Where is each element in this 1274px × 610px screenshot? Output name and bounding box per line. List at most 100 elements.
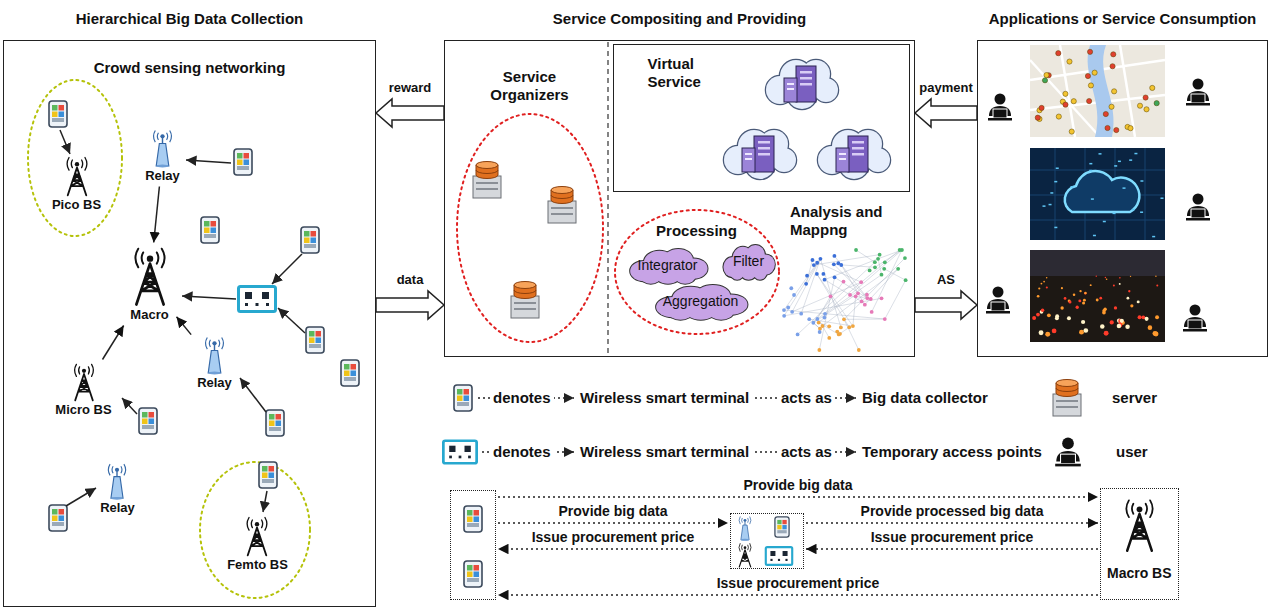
graph-dot bbox=[827, 336, 831, 340]
car-light bbox=[1125, 325, 1130, 330]
illustration-part bbox=[1186, 194, 1210, 221]
illustration-part bbox=[1032, 275, 1159, 336]
graph-dot bbox=[833, 275, 837, 279]
graph-dot bbox=[873, 265, 877, 269]
message-arrow bbox=[806, 522, 1098, 524]
graph-link bbox=[872, 250, 902, 312]
node-title: Hierarchical Big Data Collection bbox=[4, 10, 375, 28]
graph-dot bbox=[873, 260, 877, 264]
car-light bbox=[1055, 314, 1059, 318]
label-anchor: user bbox=[1116, 443, 1148, 461]
message-arrow bbox=[806, 548, 1098, 550]
light-dot bbox=[1132, 209, 1135, 211]
car-light bbox=[1046, 277, 1048, 279]
graph-link bbox=[813, 282, 843, 323]
illustration-part bbox=[306, 327, 324, 353]
car-light bbox=[1067, 316, 1071, 320]
edge-label-anchor: reward bbox=[387, 80, 434, 96]
illustration-part bbox=[341, 360, 359, 386]
graph-dot bbox=[880, 296, 884, 300]
light-dot bbox=[1054, 227, 1057, 229]
graph-dot bbox=[823, 312, 827, 316]
graph-link bbox=[822, 269, 898, 326]
car-light bbox=[1100, 324, 1104, 328]
node-title: Filter bbox=[720, 243, 777, 270]
car-light bbox=[1137, 300, 1140, 303]
tower-icon bbox=[240, 515, 274, 557]
map-marker bbox=[1111, 52, 1116, 57]
illustration-part bbox=[724, 130, 796, 179]
map-image bbox=[1030, 45, 1165, 137]
car-light bbox=[1117, 324, 1121, 328]
illustration-part bbox=[1030, 148, 1165, 240]
graph-link bbox=[884, 269, 905, 280]
graph-dot bbox=[898, 248, 902, 252]
map-marker bbox=[1092, 70, 1097, 75]
light-dot bbox=[1123, 187, 1126, 189]
flow-block-arrow bbox=[376, 291, 444, 319]
tower-shape bbox=[135, 248, 164, 304]
graph-dot bbox=[796, 332, 800, 336]
legend-verb: denotes bbox=[490, 443, 554, 461]
graph-dot bbox=[786, 306, 790, 310]
map-marker bbox=[1063, 91, 1068, 96]
illustration-part bbox=[266, 410, 284, 436]
illustration-part bbox=[818, 130, 890, 179]
light-dot bbox=[1091, 198, 1094, 200]
graph-dot bbox=[833, 254, 837, 258]
edge-label: reward bbox=[387, 80, 434, 96]
legend-verb: denotes bbox=[490, 389, 554, 407]
graph-dot bbox=[883, 260, 887, 264]
illustration-part bbox=[239, 287, 276, 312]
node-title: Femto BS bbox=[223, 557, 292, 573]
legend-term: Temporary access points bbox=[862, 443, 1042, 461]
illustration-part bbox=[775, 517, 789, 537]
node-title: Processing bbox=[613, 208, 781, 240]
section-panel: Applications or Service Consumption bbox=[977, 40, 1268, 357]
label-anchor: Analysis and Mappng bbox=[790, 203, 902, 239]
graph-dot bbox=[815, 272, 819, 276]
light-dot bbox=[1113, 213, 1116, 215]
label-anchor: Wireless smart terminal bbox=[580, 443, 749, 461]
graph-dot bbox=[815, 261, 819, 265]
illustration-part bbox=[1186, 79, 1210, 106]
graph-link bbox=[844, 319, 885, 320]
graph-dot bbox=[865, 293, 869, 297]
graph-link bbox=[784, 263, 817, 310]
cell-range bbox=[28, 80, 122, 236]
graph-dot bbox=[868, 269, 872, 273]
graph-link bbox=[813, 293, 858, 322]
graph-dot bbox=[811, 258, 815, 262]
car-light bbox=[1114, 306, 1117, 309]
graph-dot bbox=[860, 300, 864, 304]
illustration-part bbox=[263, 491, 267, 512]
section-panel: Hierarchical Big Data CollectionCrowd se… bbox=[3, 40, 376, 607]
light-dot bbox=[1049, 204, 1052, 206]
graph-dot bbox=[854, 294, 858, 298]
car-light bbox=[1084, 292, 1086, 294]
map-marker bbox=[1056, 51, 1061, 56]
node-title: Relay bbox=[193, 375, 236, 391]
dotted-ellipse-outline bbox=[457, 114, 603, 342]
graph-dot bbox=[821, 272, 825, 276]
illustration-part bbox=[234, 149, 252, 175]
process-cloud: Integrator bbox=[625, 247, 711, 285]
map-marker bbox=[1112, 89, 1117, 94]
illustration-part bbox=[66, 488, 96, 506]
car-light bbox=[1156, 285, 1158, 287]
illustration-part bbox=[1030, 148, 1165, 240]
car-light bbox=[1103, 308, 1106, 311]
light-dot bbox=[1071, 186, 1074, 188]
mapping-graph bbox=[782, 248, 907, 352]
car-light bbox=[1032, 316, 1036, 320]
tower-icon bbox=[60, 155, 94, 197]
graph-dot bbox=[823, 278, 827, 282]
map-marker bbox=[1110, 64, 1115, 69]
map-marker bbox=[1069, 129, 1074, 134]
process-cloud: Aggregation bbox=[650, 283, 752, 321]
user-icon bbox=[1055, 438, 1081, 467]
node-title: Relay bbox=[96, 500, 139, 516]
car-light bbox=[1096, 275, 1097, 276]
light-dot bbox=[1089, 163, 1092, 165]
